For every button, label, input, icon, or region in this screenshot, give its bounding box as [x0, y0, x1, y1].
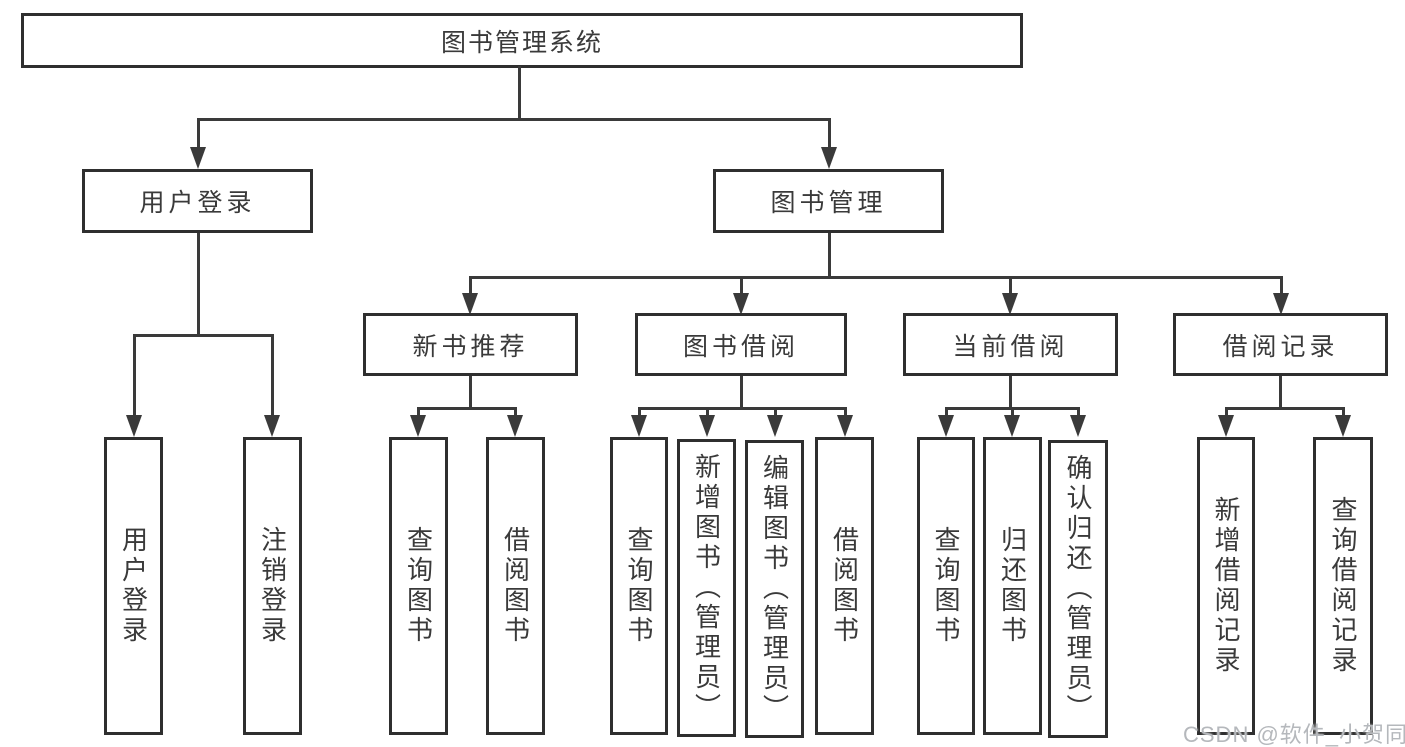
node-borrow-records: 借阅记录 [1173, 313, 1388, 376]
arrowhead-br-leaf1 [1218, 415, 1234, 437]
leaf-user-login-label: 用户登录 [118, 526, 149, 646]
node-book-borrow-label: 图书借阅 [682, 332, 799, 361]
arrowhead-bb-leaf3 [767, 415, 783, 437]
arrowhead-book-borrow [733, 293, 749, 315]
connector-user-login-hline [133, 334, 274, 337]
leaf-nb-borrow-books: 借阅图书 [486, 437, 545, 735]
arrowhead-br-leaf2 [1335, 415, 1351, 437]
leaf-nb-borrow-books-label: 借阅图书 [500, 526, 531, 646]
leaf-logout: 注销登录 [243, 437, 302, 735]
connector-cb-leaf3 [1077, 407, 1080, 417]
leaf-br-add-record-label: 新增借阅记录 [1211, 496, 1241, 676]
leaf-bb-query-books: 查询图书 [610, 437, 668, 735]
connector-to-leaf-login [133, 334, 136, 417]
arrowhead-current-borrow [1002, 293, 1018, 315]
connector-to-leaf-logout [271, 334, 274, 417]
connector-to-new-book [469, 276, 472, 296]
connector-root-hline [197, 118, 831, 121]
node-current-borrow-label: 当前借阅 [952, 332, 1069, 361]
connector-br-leaf2 [1342, 407, 1345, 417]
arrowhead-leaf-logout [264, 415, 280, 437]
node-user-login: 用户登录 [82, 169, 313, 233]
node-user-login-label: 用户登录 [139, 189, 256, 217]
connector-root-stub [518, 66, 521, 121]
connector-to-book-borrow [740, 276, 743, 296]
node-new-book-recommend-label: 新书推荐 [412, 332, 529, 361]
arrowhead-new-book [462, 293, 478, 315]
arrowhead-nb-leaf1 [410, 415, 426, 437]
leaf-bb-edit-books-admin: 编辑图书（管理员） [745, 440, 804, 738]
node-book-management-label: 图书管理 [770, 189, 887, 217]
arrowhead-borrow-records [1273, 293, 1289, 315]
arrowhead-book-management [821, 147, 837, 169]
connector-nb-stub [469, 376, 472, 410]
arrowhead-leaf-login [126, 415, 142, 437]
connector-bb-leaf1 [638, 407, 641, 417]
connector-book-mgmt-hline [469, 276, 1283, 279]
connector-to-user-login [197, 118, 200, 150]
arrowhead-user-login [190, 147, 206, 169]
connector-cb-leaf1 [945, 407, 948, 417]
leaf-nb-query-books: 查询图书 [389, 437, 448, 735]
arrowhead-bb-leaf2 [699, 415, 715, 437]
arrowhead-nb-leaf2 [507, 415, 523, 437]
leaf-cb-query-books-label: 查询图书 [931, 526, 961, 646]
connector-user-login-stub [197, 233, 200, 337]
leaf-bb-borrow-books: 借阅图书 [815, 437, 874, 735]
connector-to-borrow-records [1280, 276, 1283, 296]
leaf-br-query-record-label: 查询借阅记录 [1328, 496, 1358, 676]
connector-cb-stub [1009, 376, 1012, 410]
connector-to-current-borrow [1009, 276, 1012, 296]
connector-br-stub [1279, 376, 1282, 410]
connector-bb-leaf2 [706, 407, 709, 417]
node-current-borrow: 当前借阅 [903, 313, 1118, 376]
leaf-bb-borrow-books-label: 借阅图书 [829, 526, 860, 646]
node-borrow-records-label: 借阅记录 [1222, 332, 1339, 361]
arrowhead-bb-leaf4 [837, 415, 853, 437]
connector-br-hline [1225, 407, 1345, 410]
leaf-cb-return-books-label: 归还图书 [997, 526, 1028, 646]
connector-nb-leaf2 [514, 407, 517, 417]
arrowhead-bb-leaf1 [631, 415, 647, 437]
node-root: 图书管理系统 [21, 13, 1023, 68]
leaf-br-add-record: 新增借阅记录 [1197, 437, 1255, 735]
arrowhead-cb-leaf3 [1070, 415, 1086, 437]
connector-nb-leaf1 [417, 407, 420, 417]
connector-cb-leaf2 [1011, 407, 1014, 417]
leaf-bb-add-books-admin: 新增图书（管理员） [677, 439, 736, 737]
connector-to-book-management [828, 118, 831, 150]
leaf-bb-add-books-admin-label: 新增图书（管理员） [691, 453, 722, 723]
node-book-borrow: 图书借阅 [635, 313, 847, 376]
leaf-bb-query-books-label: 查询图书 [624, 526, 654, 646]
connector-bb-hline [638, 407, 847, 410]
leaf-cb-confirm-return-admin-label: 确认归还（管理员） [1063, 454, 1093, 724]
arrowhead-cb-leaf2 [1004, 415, 1020, 437]
leaf-user-login: 用户登录 [104, 437, 163, 735]
connector-nb-hline [417, 407, 517, 410]
leaf-cb-confirm-return-admin: 确认归还（管理员） [1048, 440, 1108, 738]
arrowhead-cb-leaf1 [938, 415, 954, 437]
node-book-management: 图书管理 [713, 169, 944, 233]
connector-book-mgmt-stub [828, 233, 831, 279]
connector-bb-leaf4 [844, 407, 847, 417]
leaf-logout-label: 注销登录 [257, 526, 288, 646]
leaf-cb-query-books: 查询图书 [917, 437, 975, 735]
watermark-text: CSDN @软件_小贺同学 [1183, 722, 1405, 747]
connector-bb-stub [740, 376, 743, 410]
leaf-nb-query-books-label: 查询图书 [403, 526, 434, 646]
node-new-book-recommend: 新书推荐 [363, 313, 578, 376]
leaf-cb-return-books: 归还图书 [983, 437, 1042, 735]
connector-bb-leaf3 [774, 407, 777, 417]
leaf-br-query-record: 查询借阅记录 [1313, 437, 1373, 735]
connector-br-leaf1 [1225, 407, 1228, 417]
leaf-bb-edit-books-admin-label: 编辑图书（管理员） [759, 454, 790, 724]
node-root-label: 图书管理系统 [440, 28, 603, 57]
